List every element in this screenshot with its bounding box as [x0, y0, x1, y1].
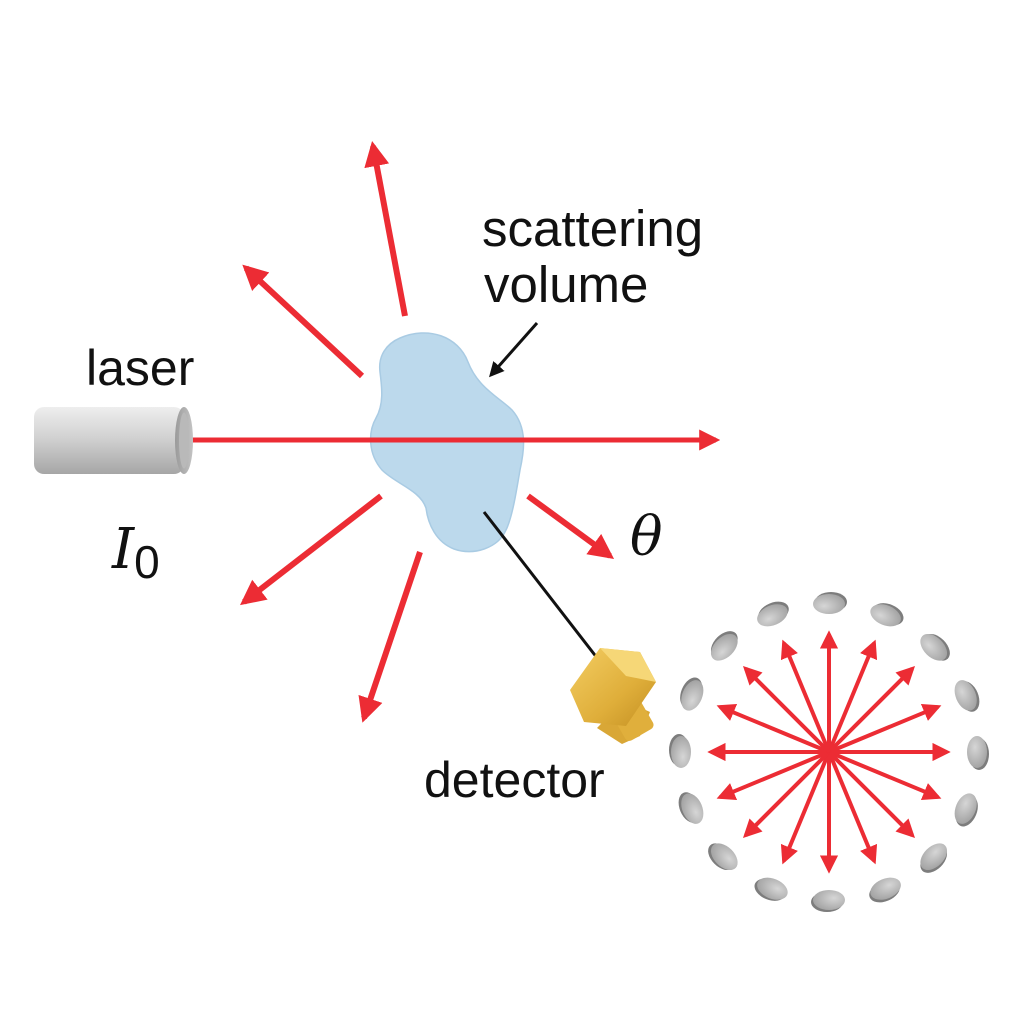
ring-detector-element [708, 843, 738, 871]
ring-detector-element [920, 843, 948, 873]
scattered-arrow-lower-left [240, 493, 383, 606]
ring-arrows [707, 630, 951, 874]
laser-label: laser [86, 340, 194, 396]
detector-icon [570, 648, 656, 744]
ring-arrow [827, 639, 878, 753]
ring-arrow [716, 750, 830, 801]
intensity-symbol: I0 [111, 517, 160, 588]
ring-arrow [742, 665, 831, 754]
ring-detector [669, 592, 989, 912]
ring-detector-element [813, 592, 847, 614]
ring-detector-element [954, 793, 978, 827]
intensity-letter: I [111, 517, 136, 582]
ring-detector-element [757, 601, 789, 627]
scattered-arrow-down [358, 551, 423, 723]
ring-arrow [780, 639, 831, 753]
ring-detector-element [710, 631, 738, 661]
scattering-volume-label-line2: volume [484, 256, 648, 313]
ring-arrow [828, 750, 942, 801]
ring-arrow [742, 750, 831, 839]
ring-detector-elements [669, 592, 989, 912]
ring-arrow [828, 703, 942, 754]
ring-arrow [827, 665, 916, 754]
intensity-subscript: 0 [134, 536, 160, 588]
scattered-arrow-upper-left [242, 264, 365, 379]
scattered-arrow-angle [526, 493, 615, 559]
ring-detector-element [680, 677, 704, 711]
scattering-volume-label-line1: scattering [482, 200, 703, 257]
ring-detector-element [967, 736, 989, 770]
ring-arrow [780, 751, 831, 865]
ring-arrow [827, 751, 878, 865]
theta-label: θ [630, 505, 663, 568]
detector-label: detector [424, 752, 605, 808]
ring-arrow [716, 703, 830, 754]
ring-detector-element [811, 890, 845, 912]
detector-line [482, 511, 610, 673]
ring-detector-element [954, 680, 980, 712]
laser-source [34, 407, 193, 474]
ring-detector-element [669, 734, 691, 768]
ring-detector-element [678, 792, 704, 824]
ring-detector-element [754, 877, 788, 901]
ring-arrow [827, 750, 916, 839]
ring-detector-element [920, 633, 950, 661]
volume-pointer-arrow [489, 322, 539, 378]
ring-detector-element [870, 603, 904, 627]
scattered-arrow-up [364, 141, 408, 317]
scattered-light-arrows [240, 141, 615, 723]
ring-detector-element [869, 877, 901, 903]
